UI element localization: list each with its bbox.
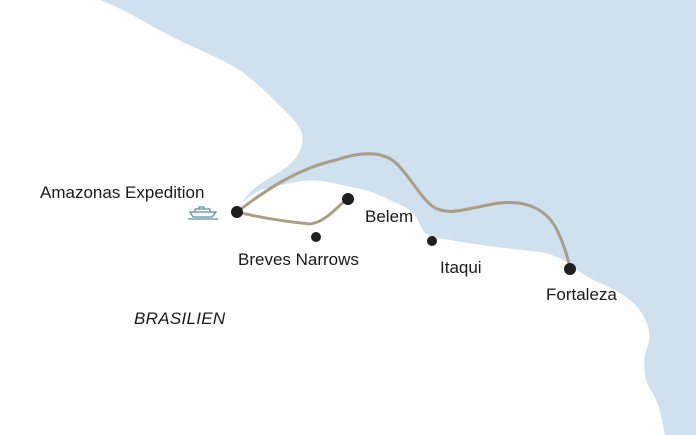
stop-marker-belem[interactable] [342, 193, 354, 205]
stop-marker-itaqui[interactable] [427, 236, 437, 246]
country-label: BRASILIEN [134, 309, 226, 328]
stop-label-itaqui: Itaqui [440, 258, 482, 277]
stop-marker-fortaleza[interactable] [564, 263, 576, 275]
stop-marker-breves-narrows[interactable] [311, 232, 321, 242]
stop-marker-amazonas-expedition[interactable] [231, 206, 243, 218]
stop-label-fortaleza: Fortaleza [546, 285, 617, 304]
ocean [100, 0, 696, 435]
ship-icon [188, 206, 218, 220]
island-small [352, 193, 372, 202]
route-line-belem [235, 196, 350, 226]
island-marajo [261, 183, 344, 213]
stop-label-belem: Belem [365, 207, 413, 226]
stop-label-breves-narrows: Breves Narrows [238, 250, 359, 269]
route-line [235, 152, 572, 271]
stop-label-amazonas-expedition: Amazonas Expedition [40, 183, 204, 202]
